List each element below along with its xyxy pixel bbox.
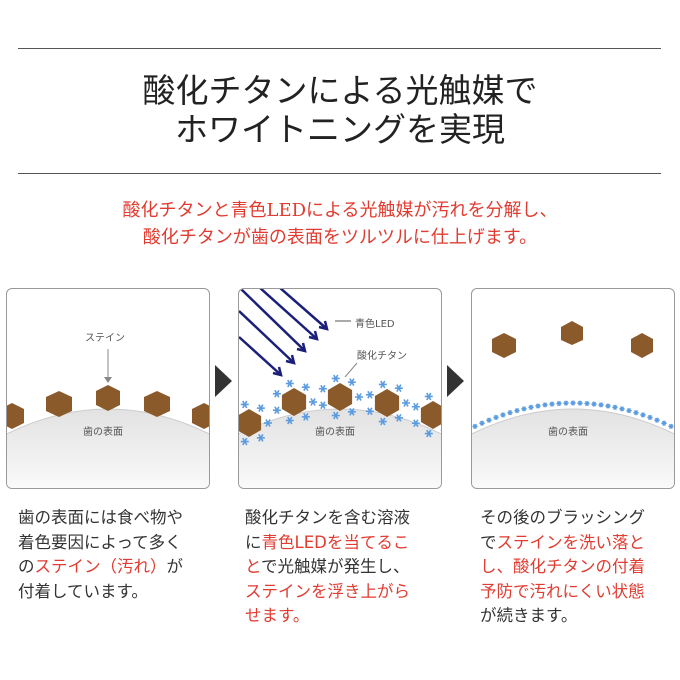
panel-clean: 歯の表面 bbox=[471, 288, 675, 489]
desc-text: の bbox=[18, 557, 35, 576]
desc-text: で光触媒が発生し、 bbox=[261, 557, 410, 576]
stain-particle bbox=[272, 379, 317, 425]
next-arrow-icon bbox=[215, 365, 232, 397]
desc-line: とで光触媒が発生し、 bbox=[245, 555, 410, 580]
subtitle-line-1: 酸化チタンと青色LEDによる光触媒が汚れを分解し、 bbox=[122, 200, 558, 221]
desc-text: に bbox=[245, 532, 262, 552]
title-line-1: 酸化チタンによる光触媒で bbox=[142, 71, 538, 110]
tooth-surface-label: 歯の表面 bbox=[548, 427, 588, 438]
subtitle-line-2: 酸化チタンが歯の表面をツルツルに仕上げます。 bbox=[142, 227, 538, 248]
desc-highlight: ステインを洗い落と bbox=[496, 532, 646, 552]
titanium-oxide-label: 酸化チタン bbox=[357, 351, 407, 362]
desc-highlight: と bbox=[245, 557, 262, 576]
titanium-coating-layer bbox=[472, 400, 674, 430]
blue-led-rays bbox=[239, 289, 329, 377]
tooth-surface-label: 歯の表面 bbox=[315, 427, 355, 438]
panel-stain: ステイン 歯の表面 bbox=[6, 288, 210, 489]
bottom-rule bbox=[18, 173, 661, 174]
blue-led-label: 青色LED bbox=[355, 319, 395, 330]
desc-line: その後のブラッシング bbox=[480, 508, 645, 527]
desc-highlight: せます。 bbox=[245, 606, 310, 625]
next-arrow-icon bbox=[447, 365, 464, 397]
description-step-3: その後のブラッシング でステインを洗い落と し、酸化チタンの付着 予防で汚れにく… bbox=[480, 506, 645, 629]
tooth-surface-label: 歯の表面 bbox=[83, 427, 123, 438]
desc-text: が bbox=[166, 557, 184, 576]
stain-particle bbox=[318, 374, 363, 420]
stain-particle bbox=[365, 380, 410, 426]
top-rule bbox=[18, 48, 661, 49]
panel-led: 青色LED 酸化チタン 歯の表面 bbox=[238, 288, 442, 489]
description-step-1: 歯の表面には食べ物や 着色要因によって多く のステイン（汚れ）が 付着しています… bbox=[18, 506, 183, 604]
stain-particles bbox=[7, 385, 209, 429]
desc-highlight: ステイン（汚れ） bbox=[34, 557, 167, 576]
desc-highlight: し、酸化チタンの付着 bbox=[480, 557, 645, 576]
desc-line: 歯の表面には食べ物や bbox=[18, 508, 183, 527]
panel-led-illustration bbox=[239, 289, 441, 488]
desc-line: のステイン（汚れ）が bbox=[18, 555, 183, 580]
desc-line: でステインを洗い落と bbox=[480, 531, 645, 556]
desc-text: で bbox=[480, 532, 497, 552]
stain-label: ステイン bbox=[85, 333, 125, 344]
title-line-2: ホワイトニングを実現 bbox=[175, 110, 505, 149]
stain-particle bbox=[411, 392, 441, 438]
panel-clean-illustration bbox=[472, 321, 674, 488]
desc-highlight: 予防で汚れにくい状態 bbox=[480, 581, 645, 601]
desc-line: 着色要因によって多く bbox=[18, 532, 182, 552]
desc-highlight: 青色LEDを当てるこ bbox=[261, 532, 410, 552]
lifted-stain-particles bbox=[492, 321, 653, 358]
desc-line: 酸化チタンを含む溶液 bbox=[245, 508, 410, 527]
desc-line: が続きます。 bbox=[480, 606, 578, 625]
desc-highlight: ステインを浮き上がら bbox=[245, 581, 410, 601]
desc-line: に青色LEDを当てるこ bbox=[245, 531, 410, 556]
stain-particle bbox=[239, 400, 272, 446]
panel-stain-illustration bbox=[7, 349, 209, 488]
description-step-2: 酸化チタンを含む溶液 に青色LEDを当てるこ とで光触媒が発生し、 ステインを浮… bbox=[245, 506, 410, 629]
titanium-coated-stains bbox=[239, 374, 441, 446]
desc-line: 付着しています。 bbox=[18, 581, 148, 601]
